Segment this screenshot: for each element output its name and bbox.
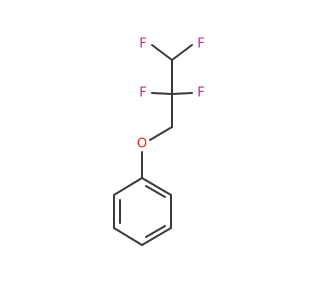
ring-bond-4 [113, 227, 143, 246]
fluorine-label-3: F [139, 86, 146, 101]
fluorine-label-4: F [197, 86, 204, 101]
bond-c2-f4 [171, 92, 193, 95]
fluorine-label-1: F [139, 37, 146, 52]
ring-bond-1 [141, 177, 172, 196]
oxygen-label: O [137, 137, 147, 152]
bond-c2-f3 [151, 92, 173, 95]
ring-double-bond-1 [145, 185, 166, 198]
ring-bond-3 [141, 227, 172, 246]
fluorine-label-2: F [197, 37, 204, 52]
molecule-diagram: F F F F O [0, 0, 300, 300]
bond-c1-f2 [171, 44, 193, 61]
ring-double-bond-2 [145, 225, 166, 238]
bond-c1-f1 [151, 44, 173, 61]
ring-bond-6 [113, 177, 143, 196]
bond-c3-o [149, 126, 173, 141]
bonds [113, 44, 193, 246]
atom-labels: F F F F O [137, 37, 205, 152]
diagram-background [0, 0, 300, 300]
